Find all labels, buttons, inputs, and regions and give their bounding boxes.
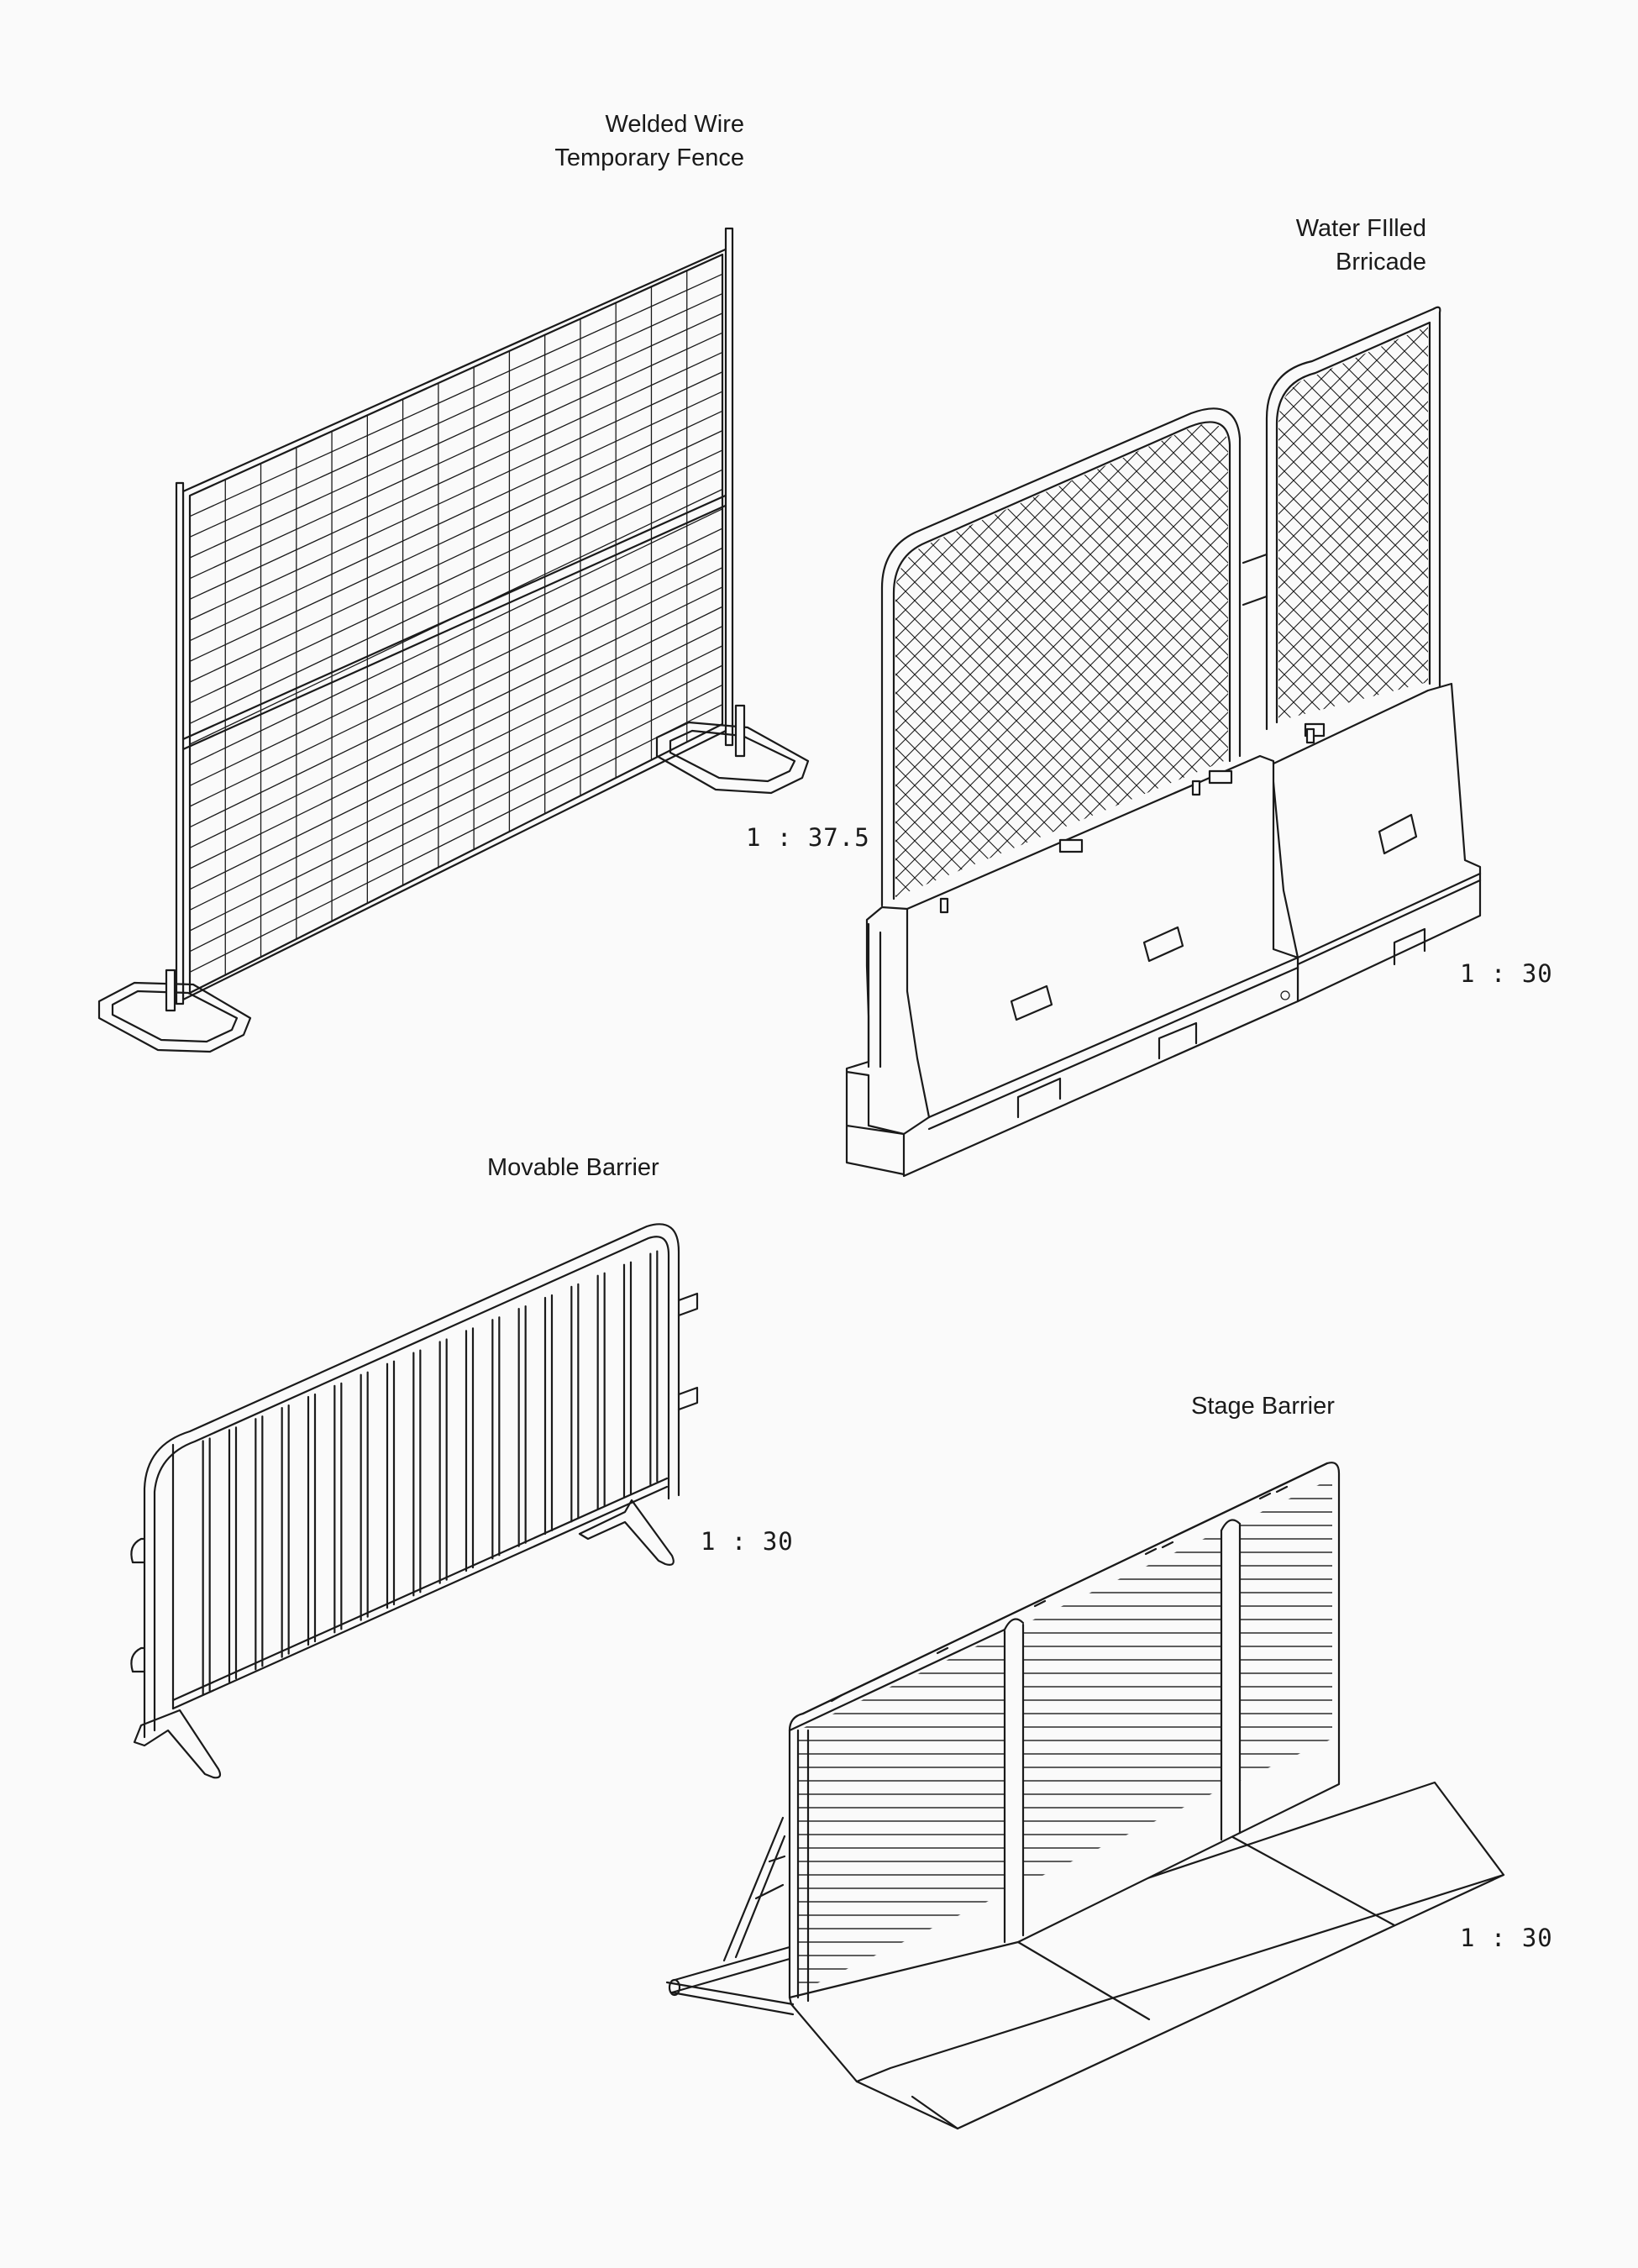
fence-posts [175, 227, 734, 1005]
movable-barrier-frame [143, 1223, 680, 1739]
welded-wire-title-line2: Temporary Fence [554, 144, 744, 171]
water-barricade-title-line1: Water FIlled [1295, 215, 1426, 242]
fence-foot-left [97, 969, 252, 1053]
water-barricade-title-line2: Brricade [1336, 249, 1426, 276]
fence-foot-right [655, 704, 810, 795]
water-barricade-scale: 1 : 30 [1460, 959, 1553, 988]
movable-barrier-feet [133, 1499, 675, 1779]
welded-wire-title-line1: Welded Wire [605, 111, 744, 138]
stage-barrier-wall [788, 1462, 1341, 2003]
welded-wire-scale: 1 : 37.5 [746, 823, 870, 852]
stage-barrier-strut [722, 1816, 786, 1962]
movable-barrier-hooks [130, 1292, 699, 1673]
movable-barrier-scale: 1 : 30 [701, 1527, 794, 1556]
movable-barrier-title: Movable Barrier [487, 1154, 659, 1181]
barricade-fence-panel-left [880, 407, 1242, 907]
welded-wire-fence-drawing [97, 227, 810, 1053]
stage-barrier-base [665, 1781, 1505, 2130]
barricade-block-right [1270, 682, 1482, 1003]
stage-barrier-scale: 1 : 30 [1460, 1924, 1553, 1952]
barricade-block-left [845, 727, 1315, 1178]
movable-barrier-drawing [130, 1223, 699, 1779]
water-filled-barricade-drawing [845, 306, 1482, 1178]
stage-barrier-title: Stage Barrier [1191, 1393, 1335, 1420]
barricade-fence-panel-right [1242, 306, 1441, 731]
fence-mesh-panel [181, 246, 731, 1001]
stage-barrier-drawing [665, 1462, 1505, 2130]
